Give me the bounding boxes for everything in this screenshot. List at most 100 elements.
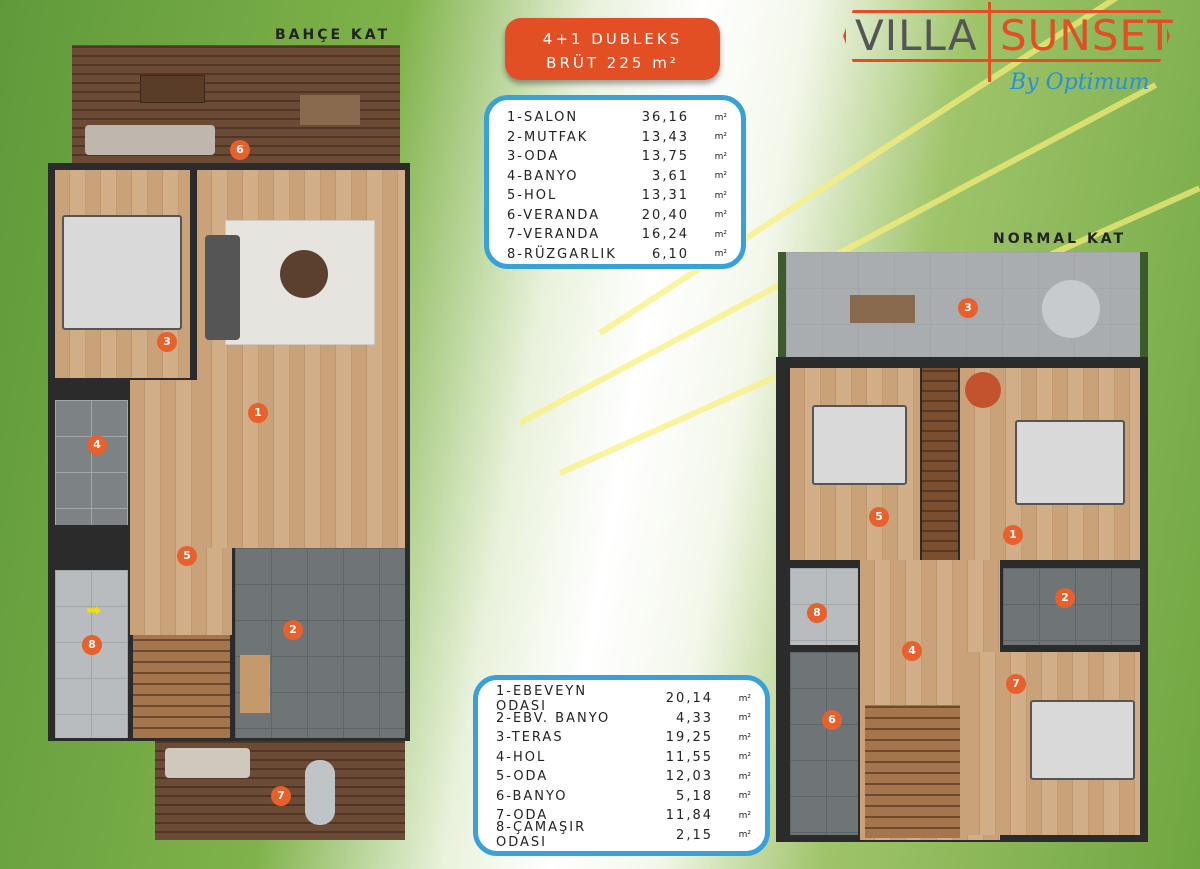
room-name: 5-ODA — [496, 769, 549, 785]
dining-table — [300, 95, 360, 125]
room-badge-4: 4 — [902, 641, 922, 661]
logo-frame — [843, 10, 1170, 62]
entrance-arrow-icon: ➡ — [86, 600, 102, 621]
unit-type: 4+1 DUBLEKS — [542, 30, 683, 48]
daybed — [1042, 280, 1100, 338]
area-unit: m² — [714, 132, 727, 143]
room-name: 1-SALON — [507, 110, 579, 126]
logo-villa: VILLA — [855, 11, 978, 60]
room-area: 2,15 — [676, 827, 713, 843]
area-unit: m² — [738, 791, 751, 802]
area-unit: m² — [714, 229, 727, 240]
room-area: 13,31 — [641, 188, 689, 204]
area-unit: m² — [738, 810, 751, 821]
room-badge-1: 1 — [1003, 525, 1023, 545]
sofa — [165, 748, 250, 778]
room-name: 2-MUTFAK — [507, 129, 589, 145]
room-area: 11,55 — [665, 749, 713, 765]
bed — [62, 215, 182, 330]
room-name: 7-ODA — [496, 808, 549, 824]
coffee-table — [140, 75, 205, 103]
area-row: 6-BANYO 5,18 m² — [496, 787, 751, 807]
room-name: 5-HOL — [507, 188, 558, 204]
room-badge-6: 6 — [822, 710, 842, 730]
room-name: 6-BANYO — [496, 788, 568, 804]
area-row: 1-EBEVEYN ODASI 20,14 m² — [496, 684, 751, 714]
bed — [1030, 700, 1135, 780]
logo-sunset: SUNSET — [1000, 11, 1174, 60]
room-area: 3,61 — [652, 168, 689, 184]
room-area: 16,24 — [641, 227, 689, 243]
room-name: 8-RÜZGARLIK — [507, 246, 617, 262]
upper-floor-area-table: 1-EBEVEYN ODASI 20,14 m² 2-EBV. BANYO 4,33 m²… — [473, 675, 770, 856]
area-unit: m² — [714, 151, 727, 162]
room-badge-1: 1 — [248, 403, 268, 423]
area-unit: m² — [738, 732, 751, 743]
room-badge-7: 7 — [1006, 674, 1026, 694]
room-name: 1-EBEVEYN ODASI — [496, 683, 588, 714]
room-name: 3-ODA — [507, 149, 560, 165]
area-row: 5-ODA 12,03 m² — [496, 767, 751, 787]
room-area: 5,18 — [676, 788, 713, 804]
room-area: 6,10 — [652, 246, 689, 262]
room-badge-6: 6 — [230, 140, 250, 160]
stairs — [133, 635, 230, 738]
area-unit: m² — [714, 112, 727, 123]
logo-divider — [988, 2, 991, 82]
room-6-bath — [790, 652, 858, 835]
room-2-master-bath — [1003, 568, 1140, 645]
upper-floor-title: NORMAL KAT — [993, 231, 1127, 247]
gross-area: BRÜT 225 m² — [546, 54, 679, 72]
area-row: 1-SALON 36,16 m² — [507, 108, 727, 128]
room-badge-2: 2 — [1055, 588, 1075, 608]
room-name: 7-VERANDA — [507, 227, 601, 243]
room-name: 4-HOL — [496, 749, 547, 765]
ground-floor-area-table: 1-SALON 36,16 m² 2-MUTFAK 13,43 m² 3-ODA 13,75 m… — [484, 95, 746, 269]
unit-type-badge: 4+1 DUBLEKS BRÜT 225 m² — [505, 18, 720, 80]
area-row: 5-HOL 13,31 m² — [507, 186, 727, 206]
wardrobe — [922, 368, 958, 560]
room-badge-8: 8 — [82, 635, 102, 655]
room-4-bath — [55, 400, 128, 525]
room-badge-3: 3 — [157, 332, 177, 352]
area-unit: m² — [714, 171, 727, 182]
room-badge-7: 7 — [271, 786, 291, 806]
logo-signature: By Optimum — [1010, 70, 1150, 95]
lounger — [305, 760, 335, 825]
area-unit: m² — [738, 693, 751, 704]
room-name: 2-EBV. BANYO — [496, 710, 611, 726]
sofa — [205, 235, 240, 340]
room-badge-4: 4 — [87, 435, 107, 455]
room-badge-5: 5 — [177, 546, 197, 566]
room-area: 12,03 — [665, 769, 713, 785]
bed — [812, 405, 907, 485]
area-row: 3-ODA 13,75 m² — [507, 147, 727, 167]
area-unit: m² — [714, 210, 727, 221]
coffee-table — [280, 250, 328, 298]
area-unit: m² — [714, 190, 727, 201]
room-area: 13,43 — [641, 129, 689, 145]
room-area: 4,33 — [676, 710, 713, 726]
pouf — [965, 372, 1001, 408]
area-row: 7-VERANDA 16,24 m² — [507, 225, 727, 245]
room-area: 20,14 — [665, 691, 713, 707]
room-badge-8: 8 — [807, 603, 827, 623]
room-area: 13,75 — [641, 149, 689, 165]
room-name: 8-ÇAMAŞIR ODASI — [496, 820, 587, 851]
room-area: 11,84 — [665, 808, 713, 824]
area-unit: m² — [738, 713, 751, 724]
room-badge-2: 2 — [283, 620, 303, 640]
area-row: 2-MUTFAK 13,43 m² — [507, 128, 727, 148]
area-unit: m² — [738, 771, 751, 782]
salon-extension — [197, 380, 405, 548]
room-name: 6-VERANDA — [507, 207, 601, 223]
room-area: 19,25 — [665, 730, 713, 746]
room-area: 36,16 — [641, 110, 689, 126]
room-badge-3: 3 — [958, 298, 978, 318]
